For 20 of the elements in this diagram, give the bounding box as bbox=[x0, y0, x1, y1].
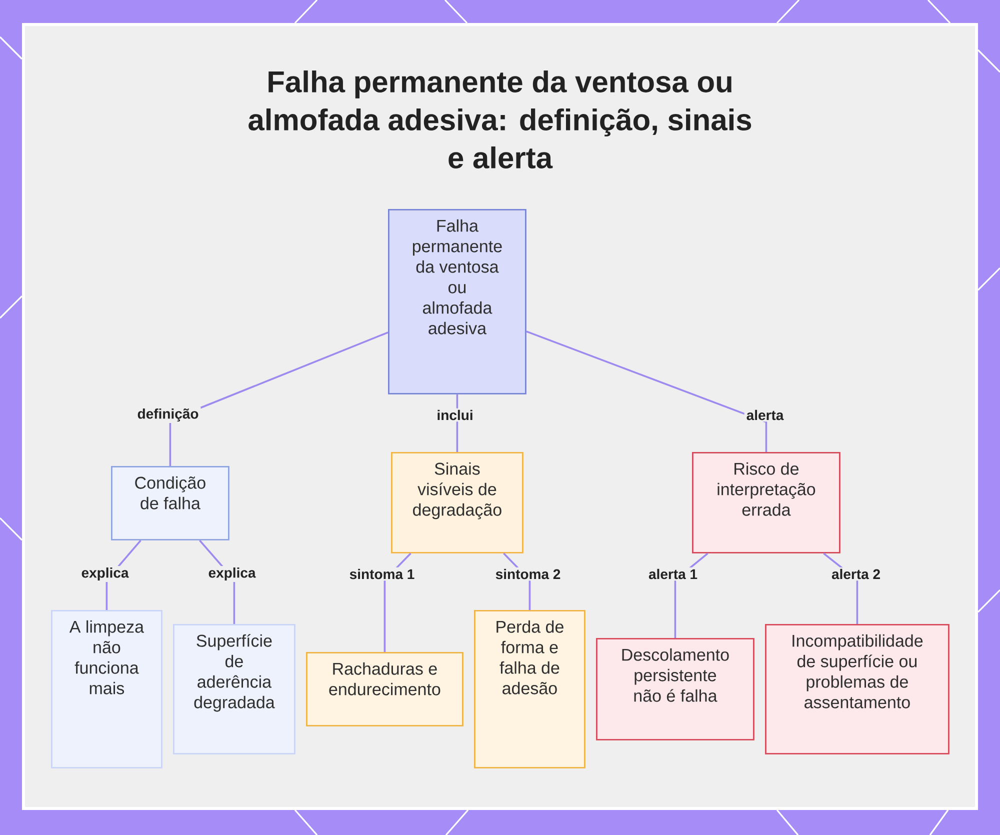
edge-label: inclui bbox=[434, 408, 476, 422]
concept-box: Condição de falha bbox=[111, 466, 230, 540]
edge-label: definição bbox=[135, 406, 201, 424]
concept-box: A limpeza não funciona mais bbox=[51, 610, 162, 768]
edge-label: sintoma 1 bbox=[347, 567, 417, 581]
edge-label: alerta bbox=[744, 408, 786, 422]
concept-box: Descolamento persistente não é falha bbox=[596, 638, 754, 740]
concept-box: Superfície de aderência degradada bbox=[173, 624, 296, 754]
concept-box: Incompatibilidade de superfície ou problemas de assentamento bbox=[765, 624, 950, 754]
concept-box: Risco de interpretação errada bbox=[692, 452, 840, 554]
concept-box: Sinais visíveis de degradação bbox=[391, 452, 524, 554]
title: Falha permanente da ventosa ou almofada adesiva: definição, sinais e alerta bbox=[248, 70, 752, 168]
edge-label: alerta 1 bbox=[646, 567, 700, 581]
edge-label: explica bbox=[206, 566, 258, 582]
concept-box: Falha permanente da ventosa ou almofada adesiva bbox=[388, 209, 526, 394]
edge-label: sintoma 2 bbox=[493, 567, 563, 581]
edge-label: alerta 2 bbox=[830, 567, 883, 581]
edge-label: explica bbox=[79, 566, 131, 582]
concept-box: Rachaduras e endurecimento bbox=[306, 652, 464, 726]
concept-box: Perda de forma e falha de adesão bbox=[474, 610, 586, 768]
